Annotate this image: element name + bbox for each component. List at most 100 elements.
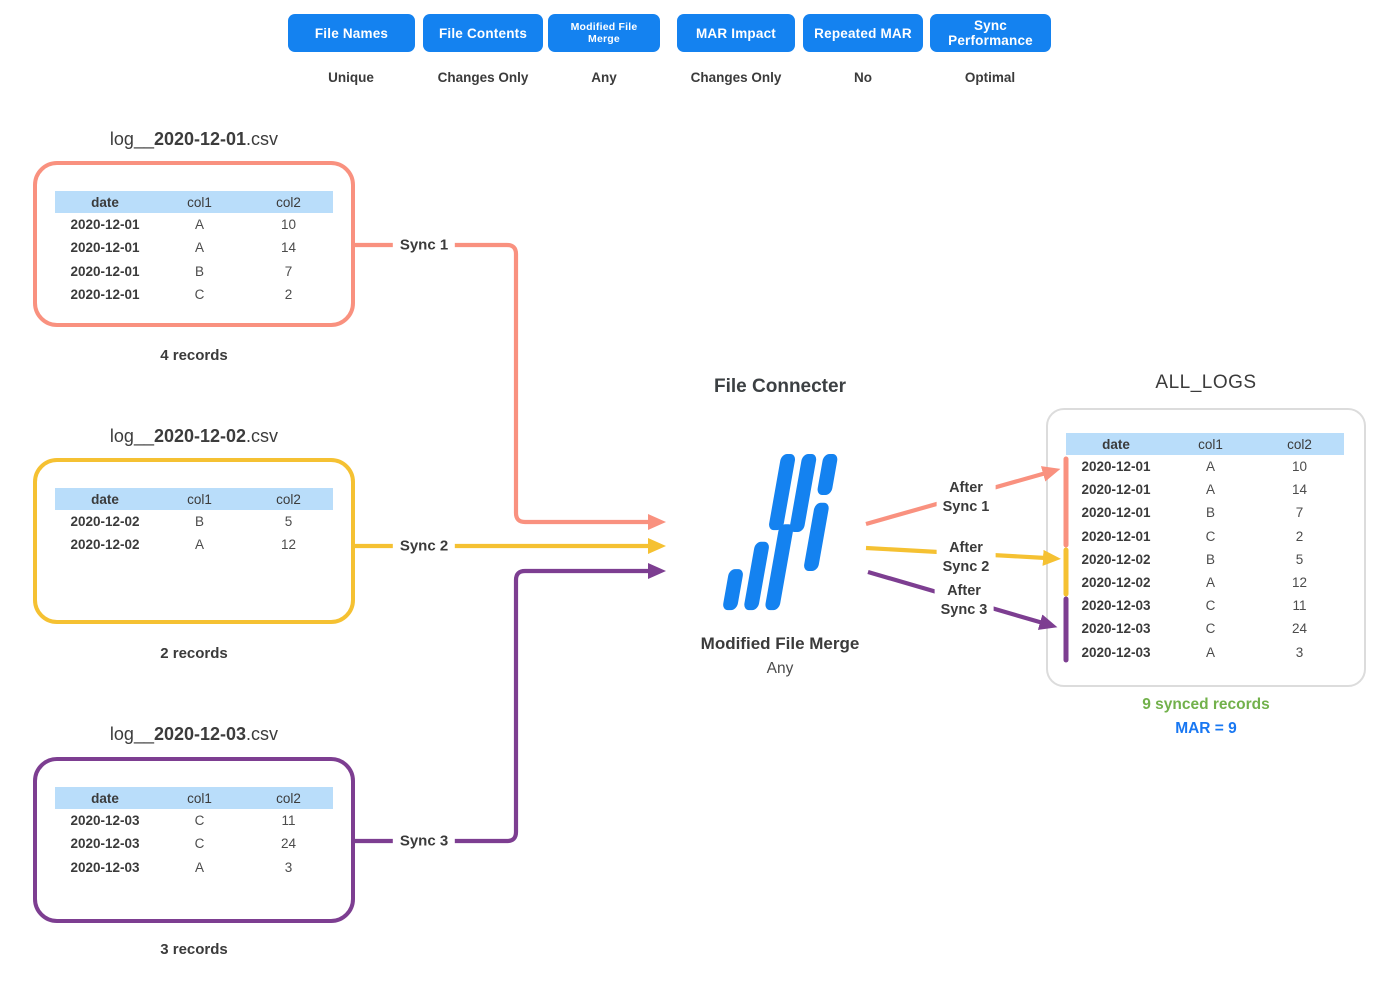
table-cell: C [194,287,205,303]
after-sync-line1: After [949,480,983,496]
table-header: date col1 col2 [1066,433,1344,455]
repeated-mar-button[interactable]: Repeated MAR [803,14,923,52]
file-title: log__2020-12-02.csv [33,426,355,447]
connector-mode-value: Any [766,660,794,677]
table-row: 2020-12-01 C 2 [1066,525,1344,548]
after-sync-line2: Sync 2 [942,559,990,575]
connector-title: File Connecter [714,376,846,397]
table-cell: 14 [1291,482,1308,498]
modified-file-merge-button[interactable]: Modified File Merge [548,14,660,52]
output-table-title: ALL_LOGS [1155,372,1257,393]
header-cell: col2 [276,491,301,507]
table-cell: 2020-12-01 [70,287,140,303]
table-row: 2020-12-02 A 12 [55,533,333,556]
table-cell: 2 [1295,528,1304,544]
table-cell: 2020-12-01 [1081,528,1151,544]
header-cell: date [1102,436,1130,452]
table-cell: A [1206,644,1216,660]
table-cell: 10 [280,217,297,233]
sync3-arrow [355,563,666,844]
table-cell: 2020-12-01 [1081,505,1151,521]
header-cell: date [91,790,119,806]
logo-stripe [765,524,794,611]
all-logs-table: date col1 col2 2020-12-01 A 10 2020-12-0… [1046,408,1366,687]
file-title-date: 2020-12-02 [153,426,247,446]
table-cell: 3 [1295,644,1304,660]
table-cell: A [195,217,205,233]
file-title-date: 2020-12-03 [153,724,247,744]
synced-records-label: 9 synced records [1142,696,1270,713]
table-cell: B [1206,505,1216,521]
table-cell: 10 [1291,459,1308,475]
after-sync3-label: After Sync 3 [934,582,994,620]
after-sync2-label: After Sync 2 [936,539,996,577]
table-cell: A [195,859,205,875]
table-cell: A [1206,482,1216,498]
table-cell: 12 [1291,575,1308,591]
table-cell: C [1205,598,1216,614]
table-cell: 2020-12-01 [70,263,140,279]
table-cell: 3 [284,859,293,875]
table-row: 2020-12-01 C 2 [55,283,333,306]
logo-stripe [723,569,743,611]
logo-stripe [769,453,796,531]
table-row: 2020-12-03 A 3 [55,856,333,879]
table-row: 2020-12-02 B 5 [1066,548,1344,571]
file-title-prefix: log__ [109,426,154,446]
logo-stripe [804,502,829,572]
table-row: 2020-12-01 A 10 [1066,455,1344,478]
table-cell: 2020-12-02 [70,514,140,530]
file-names-button[interactable]: File Names [288,14,415,52]
table-row: 2020-12-01 A 14 [55,236,333,259]
table-cell: 2020-12-03 [70,836,140,852]
record-count-label: 2 records [160,645,228,662]
table-cell: 5 [1295,551,1304,567]
table-row: 2020-12-02 B 5 [55,510,333,533]
table-cell: 24 [280,836,297,852]
logo-stripe [744,541,769,611]
table-cell: B [195,514,205,530]
table-header: date col1 col2 [55,787,333,809]
header-cell: date [91,491,119,507]
file-title: log__2020-12-01.csv [33,129,355,150]
table-row: 2020-12-03 C 11 [1066,594,1344,617]
file-title: log__2020-12-03.csv [33,724,355,745]
table-cell: 2020-12-03 [1081,644,1151,660]
file-table-sync1: date col1 col2 2020-12-01 A 10 2020-12-0… [33,161,355,327]
header-cell: col2 [276,194,301,210]
file-contents-button[interactable]: File Contents [423,14,543,52]
table-cell: 2020-12-03 [1081,598,1151,614]
table-cell: B [1206,551,1216,567]
sync1-label: Sync 1 [392,235,456,255]
table-cell: A [1206,575,1216,591]
mar-impact-button[interactable]: MAR Impact [677,14,795,52]
sync-performance-button[interactable]: Sync Performance [930,14,1051,52]
table-cell: 2020-12-03 [70,813,140,829]
table-cell: C [1205,528,1216,544]
after-sync-line1: After [947,583,981,599]
table-cell: 24 [1291,621,1308,637]
table-header: date col1 col2 [55,191,333,213]
table-cell: 11 [281,813,296,829]
table-cell: 2020-12-01 [70,217,140,233]
file-title-ext: .csv [246,129,279,149]
mar-label: MAR = 9 [1175,720,1237,737]
sync3-label: Sync 3 [392,831,456,851]
file-connector-logo-icon [723,453,838,611]
sync2-label: Sync 2 [392,536,456,556]
table-cell: A [195,537,205,553]
file-table-sync2: date col1 col2 2020-12-02 B 5 2020-12-02… [33,458,355,624]
table-header: date col1 col2 [55,488,333,510]
file-title-prefix: log__ [109,129,154,149]
connector-mode-label: Modified File Merge [700,634,860,653]
table-row: 2020-12-01 A 10 [55,213,333,236]
repeated-mar-value: No [854,70,872,85]
after-sync-line2: Sync 1 [942,499,990,515]
table-cell: C [194,836,205,852]
header-cell: col1 [187,790,212,806]
table-cell: 5 [284,514,293,530]
table-row: 2020-12-03 A 3 [1066,641,1344,664]
table-row: 2020-12-01 B 7 [55,260,333,283]
table-cell: 2020-12-03 [1081,621,1151,637]
